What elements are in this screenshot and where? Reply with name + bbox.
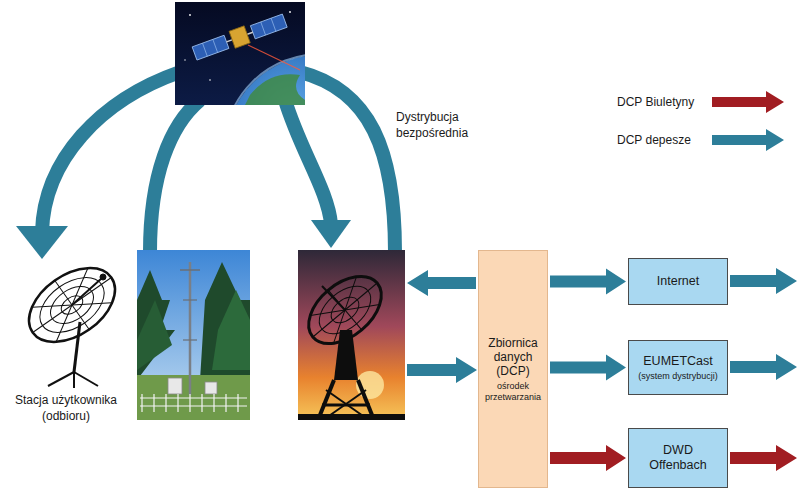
weather-station-picture-g-line [165, 394, 166, 412]
weather-station-picture-line [183, 299, 197, 300]
outgoing-arrow [730, 354, 797, 380]
satellite-picture [175, 2, 305, 105]
legend-arrow [712, 91, 784, 113]
service-box: Internet [628, 258, 728, 305]
weather-station-picture-rect [168, 378, 182, 394]
flow-arrow [550, 269, 626, 295]
satellite-picture-g-line [202, 43, 207, 56]
weather-station-picture-g-line [140, 397, 247, 398]
user-dish-drawing-g-line [32, 268, 112, 341]
weather-station-picture-g-line [201, 394, 202, 412]
downlink-ground-arc [285, 100, 331, 224]
weather-station-picture-rect [137, 250, 250, 420]
weather-station-picture-line [189, 262, 192, 395]
ground-antenna-picture [298, 250, 405, 420]
arrow-to-antenna [407, 270, 476, 296]
legend-arrow [712, 129, 784, 151]
distribution-label: Dystrybucja bezpośrednia [394, 110, 490, 141]
weather-station-picture-g [140, 394, 247, 412]
user-dish-drawing-g-line [32, 268, 112, 341]
weather-station-picture [137, 250, 250, 420]
satellite-picture-g-rect [250, 14, 287, 39]
user-dish-drawing-circle [100, 274, 106, 280]
weather-station-picture-g-line [140, 405, 247, 406]
arrow-from-antenna [407, 357, 477, 383]
service-box: DWD Offenbach [628, 428, 728, 488]
flow-arrow [550, 355, 626, 381]
satellite-picture-path [245, 74, 305, 105]
user-dish-drawing-line [74, 372, 98, 386]
arrow-head [311, 220, 351, 248]
ground-antenna-picture-g-line [326, 390, 366, 418]
satellite-picture-rect [175, 2, 305, 105]
box-title: Internet [657, 274, 699, 289]
weather-station-picture-polygon [137, 270, 175, 380]
satellite-picture-g-rect [192, 35, 229, 60]
arrow-head [16, 226, 68, 259]
weather-station-picture-rect [205, 382, 217, 394]
service-box: EUMETCast (system dystrybucji) [628, 340, 728, 395]
weather-station-picture-g-line [141, 394, 142, 412]
weather-station-picture-g-line [213, 394, 214, 412]
satellite-picture-circle [209, 79, 211, 81]
user-dish-drawing-line [48, 372, 74, 386]
user-dish-drawing-line [73, 372, 75, 388]
uplink-station-arc [150, 100, 200, 252]
weather-station-picture-polygon [200, 262, 250, 380]
user-dish-drawing-line [72, 278, 102, 305]
weather-station-picture-line [183, 339, 197, 340]
flow-arrow [550, 445, 626, 471]
user-dish-drawing [15, 253, 128, 388]
weather-station-picture-g-line [153, 394, 154, 412]
ground-antenna-picture-g-g-line [313, 283, 377, 337]
box-subtitle: ośrodek przetwarzania [483, 381, 543, 403]
user-dish-drawing-line [74, 322, 80, 372]
satellite-picture-line [248, 45, 300, 70]
weather-station-picture-g-line [225, 394, 226, 412]
weather-station-picture-g-line [237, 394, 238, 412]
uplink-ground-arc [300, 72, 395, 252]
weather-station-picture-rect [137, 375, 250, 420]
legend-text: DCP Biuletyny [617, 92, 694, 112]
ground-antenna-picture-g-rect [298, 414, 405, 420]
legend-arrow-swatch [712, 129, 786, 151]
ground-antenna-picture-rect [298, 250, 405, 420]
user-dish-drawing-g-ellipse [15, 253, 128, 357]
satellite-picture-circle [225, 55, 305, 105]
satellite-picture-circle [224, 54, 305, 105]
ground-antenna-picture-g-line [326, 390, 366, 418]
satellite-picture-g [191, 12, 287, 62]
station-label: Stacja użytkownika (odbioru) [2, 393, 130, 424]
satellite-picture-circle [189, 14, 191, 16]
ground-antenna-picture-g [298, 263, 405, 420]
box-title: Zbiornica danych (DCP) [483, 336, 543, 379]
outgoing-arrow [730, 445, 797, 471]
weather-station-picture-g-line [189, 394, 190, 412]
legend-text: DCP depesze [617, 130, 691, 150]
outgoing-arrow [730, 268, 797, 294]
box-title: DWD Offenbach [633, 443, 723, 473]
satellite-picture-g-line [213, 39, 218, 52]
data-store-box: Zbiornica danych (DCP)ośrodek przetwarza… [478, 250, 548, 488]
weather-station-picture-polygon [137, 300, 172, 370]
satellite-picture-g-line [271, 18, 276, 31]
satellite-picture-circle [184, 59, 185, 60]
weather-station-picture-polygon [212, 290, 250, 370]
legend-arrow-swatch [712, 91, 786, 113]
box-title: EUMETCast [643, 354, 712, 369]
weather-station-picture-line [180, 269, 200, 271]
user-dish-drawing-g-line [33, 277, 112, 332]
weather-station-picture-g-line [177, 394, 178, 412]
user-dish-drawing-g [15, 253, 128, 357]
ground-antenna-picture-g-line [322, 286, 345, 310]
box-subtitle: (system dystrybucji) [638, 371, 718, 382]
satellite-picture-g-line [261, 22, 266, 35]
ground-antenna-picture-g-polygon [334, 330, 358, 380]
satellite-picture-g-rect [229, 26, 250, 48]
user-dish-drawing-g-ellipse [30, 266, 114, 343]
satellite-picture-circle [289, 11, 291, 13]
